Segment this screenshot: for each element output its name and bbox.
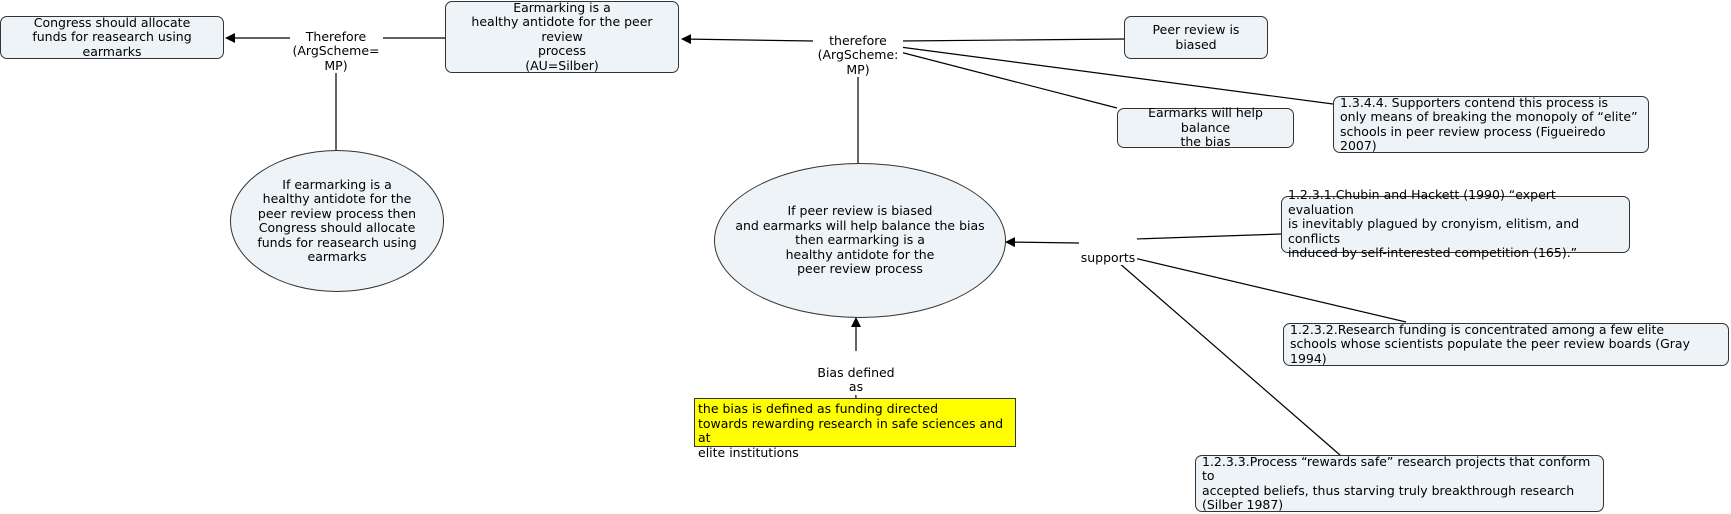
edge-research-funding-to-supports	[1116, 253, 1407, 323]
node-premise-center-text: If peer review is biased and earmarks wi…	[735, 203, 985, 277]
link-label-therefore-right: therefore (ArgScheme: MP)	[813, 19, 903, 77]
link-label-therefore-left: Therefore (ArgScheme= MP)	[290, 15, 382, 73]
link-label-bias-defined-as: Bias defined as	[814, 351, 898, 395]
node-bias-definition-highlight[interactable]: the bias is defined as funding directed …	[694, 398, 1016, 459]
node-research-funding[interactable]: 1.2.3.2.Research funding is concentrated…	[1283, 321, 1729, 366]
edge-supports-to-premise-center	[1005, 237, 1080, 248]
node-premise-left-ellipse[interactable]: If earmarking is a healthy antidote for …	[230, 150, 444, 292]
edge-rewards-safe-to-supports	[1110, 255, 1341, 456]
node-premise-left-text: If earmarking is a healthy antidote for …	[257, 176, 417, 264]
node-supporters-contend[interactable]: 1.3.4.4. Supporters contend this process…	[1333, 94, 1649, 153]
node-congress-text: Congress should allocate funds for rease…	[32, 14, 192, 59]
link-label-therefore-left-text: Therefore (ArgScheme= MP)	[292, 28, 380, 73]
node-chubin-text: 1.2.3.1.Chubin and Hackett (1990) “exper…	[1288, 187, 1580, 261]
node-peer-review-biased[interactable]: Peer review is biased	[1124, 16, 1268, 59]
edge-earmarks-balance-to-therefore-right	[899, 51, 1118, 109]
edge-supporters-to-therefore-right	[899, 46, 1334, 105]
node-rewards-safe[interactable]: 1.2.3.3.Process “rewards safe” research …	[1195, 453, 1604, 512]
node-supporters-text: 1.3.4.4. Supporters contend this process…	[1340, 94, 1638, 153]
edge-peer-review-to-therefore-right	[899, 38, 1125, 42]
node-premise-center-ellipse[interactable]: If peer review is biased and earmarks wi…	[714, 163, 1006, 318]
edge-therefore-right-to-earmarking	[681, 34, 814, 45]
node-earmarks-balance-bias[interactable]: Earmarks will help balance the bias	[1117, 105, 1294, 150]
node-peer-review-biased-text: Peer review is biased	[1152, 22, 1240, 52]
node-earmarks-balance-text: Earmarks will help balance the bias	[1148, 105, 1263, 150]
link-label-bias-defined-as-text: Bias defined as	[817, 364, 895, 394]
node-earmarking-antidote[interactable]: Earmarking is a healthy antidote for the…	[445, 0, 679, 73]
link-label-supports-text: supports	[1080, 249, 1136, 265]
node-research-funding-text: 1.2.3.2.Research funding is concentrated…	[1290, 321, 1690, 366]
node-congress-allocate-funds[interactable]: Congress should allocate funds for rease…	[0, 14, 224, 59]
node-earmarking-antidote-text: Earmarking is a healthy antidote for the…	[471, 0, 653, 73]
node-chubin-hackett[interactable]: 1.2.3.1.Chubin and Hackett (1990) “exper…	[1281, 188, 1630, 260]
link-label-supports: supports	[1079, 236, 1137, 265]
node-bias-definition-text: the bias is defined as funding directed …	[698, 401, 1004, 460]
node-rewards-safe-text: 1.2.3.3.Process “rewards safe” research …	[1202, 453, 1591, 512]
link-label-therefore-right-text: therefore (ArgScheme: MP)	[817, 32, 899, 77]
